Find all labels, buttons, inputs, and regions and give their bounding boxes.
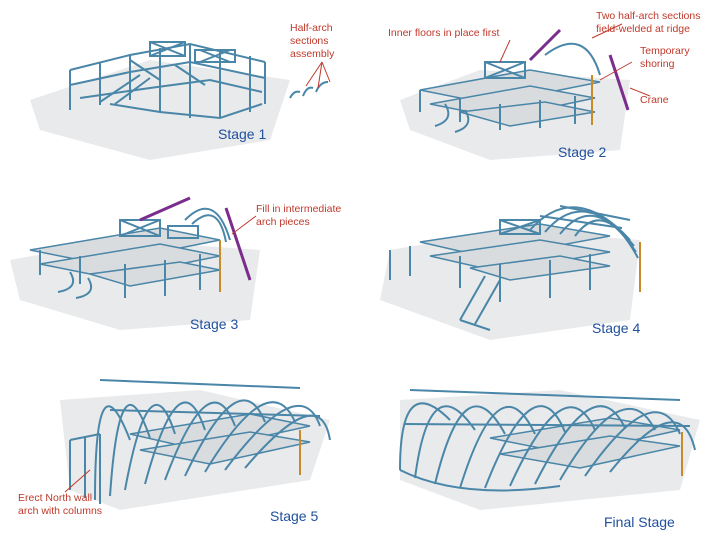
crane-note: Crane bbox=[640, 94, 669, 106]
annotation-arrow bbox=[231, 215, 257, 235]
stage-4-label: Stage 4 bbox=[592, 320, 641, 336]
arch-roof bbox=[529, 205, 639, 259]
fill-intermediate-note: Fill in intermediate arch pieces bbox=[256, 203, 342, 228]
arch-roof bbox=[399, 389, 696, 492]
final-stage-panel: Final Stage bbox=[360, 360, 720, 540]
stage-3-label: Stage 3 bbox=[190, 316, 239, 332]
half-arch-pieces bbox=[289, 81, 329, 99]
floor-plates bbox=[419, 69, 601, 127]
temporary-shoring-note: Temporary shoring bbox=[640, 45, 690, 70]
stage-2-panel: Inner floors in place first Two half-arc… bbox=[360, 0, 720, 180]
stage-5-label: Stage 5 bbox=[270, 508, 319, 524]
final-stage-drawing bbox=[399, 389, 700, 510]
stage-1-label: Stage 1 bbox=[218, 126, 267, 142]
stage-3-drawing bbox=[10, 196, 260, 330]
half-arch-assembly-note: Half-arch sections assembly bbox=[290, 22, 335, 60]
stage-4-drawing bbox=[380, 205, 641, 340]
steel-frame bbox=[69, 41, 266, 120]
stage-1-drawing bbox=[30, 41, 331, 160]
annotation-arrows bbox=[499, 23, 651, 97]
north-wall-columns bbox=[69, 433, 101, 504]
final-stage-label: Final Stage bbox=[604, 514, 675, 530]
crane bbox=[528, 28, 630, 111]
arch-roof bbox=[94, 379, 331, 501]
inner-floors-note: Inner floors in place first bbox=[388, 27, 500, 39]
crane bbox=[139, 196, 252, 281]
annotation-arrows bbox=[305, 61, 331, 89]
stage-2-label: Stage 2 bbox=[558, 144, 607, 160]
stage-5-drawing bbox=[60, 379, 331, 510]
steel-frame bbox=[419, 42, 601, 133]
steel-frame bbox=[389, 219, 591, 331]
stage-5-panel: Erect North wall arch with columns Stage… bbox=[0, 360, 360, 540]
stage-1-panel: Half-arch sections assembly Stage 1 bbox=[0, 0, 360, 180]
field-welded-note: Two half-arch sections field-welded at r… bbox=[596, 10, 701, 35]
annotation-arrow bbox=[64, 469, 91, 493]
stage-3-panel: Fill in intermediate arch pieces Stage 3 bbox=[0, 180, 360, 360]
north-wall-note: Erect North wall arch with columns bbox=[18, 492, 103, 517]
stage-4-panel: Stage 4 bbox=[360, 180, 720, 360]
stage-2-drawing bbox=[400, 23, 651, 160]
